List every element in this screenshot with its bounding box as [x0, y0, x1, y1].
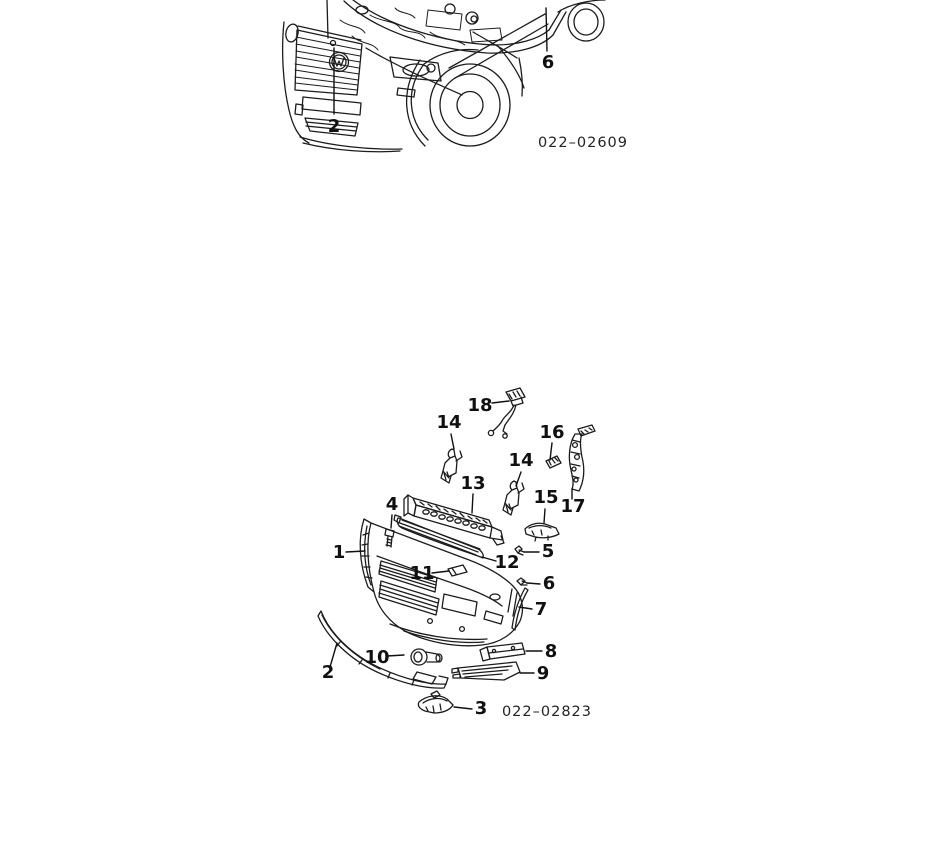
callout-13-label: 13 — [460, 473, 485, 494]
callout-16-label: 16 — [539, 422, 564, 443]
vehicle-drawing — [281, 0, 606, 153]
figure-bumper-exploded: 18 14 16 14 13 15 17 4 1 12 5 11 6 7 10 … — [317, 387, 596, 720]
part-10-drawing — [410, 648, 443, 666]
overview-callout-2: 2 — [328, 39, 341, 137]
part-1-drawing — [359, 518, 524, 647]
part-18-drawing — [487, 387, 526, 439]
callout-10-label: 10 — [364, 647, 389, 668]
callout-6-leader — [545, 7, 548, 52]
callout-7-label: 7 — [535, 599, 548, 620]
callout-12-label: 12 — [494, 552, 519, 573]
callout-14b-label: 14 — [508, 450, 533, 471]
part-9-drawing — [451, 661, 521, 681]
part-14-drawing — [440, 448, 463, 484]
exploded-callout-labels: 18 14 16 14 13 15 17 4 1 12 5 11 6 7 10 … — [322, 395, 586, 719]
figure-code-overview: 022–02609 — [538, 135, 628, 151]
part-7-drawing — [511, 587, 529, 631]
part-11-drawing — [447, 564, 468, 577]
callout-4-label: 4 — [386, 494, 399, 515]
callout-6-label: 6 — [543, 573, 556, 594]
part-2-drawing — [317, 610, 449, 689]
callout-6-label: 6 — [542, 52, 555, 73]
figure-vehicle-overview: 2 6 022–02609 — [281, 0, 628, 153]
figure-code-exploded: 022–02823 — [502, 704, 592, 720]
callout-2-label: 2 — [322, 662, 335, 683]
overview-callout-6: 6 — [542, 7, 555, 73]
part-8-drawing — [479, 642, 526, 662]
part-12-drawing — [393, 514, 484, 559]
callout-17-label: 17 — [560, 496, 585, 517]
callout-8-label: 8 — [545, 641, 558, 662]
callout-18-label: 18 — [467, 395, 492, 416]
part-14b-drawing — [502, 480, 525, 516]
part-15-drawing — [524, 522, 560, 542]
callout-3-label: 3 — [475, 698, 488, 719]
callout-14a-label: 14 — [436, 412, 461, 433]
part-13-drawing — [403, 494, 505, 546]
callout-11-label: 11 — [409, 563, 434, 584]
callout-9-label: 9 — [537, 663, 550, 684]
part-6-drawing — [516, 577, 528, 586]
part-17-drawing — [568, 424, 596, 492]
callout-2-marker — [329, 39, 337, 47]
part-16-drawing — [545, 455, 562, 469]
callout-2-label: 2 — [328, 116, 341, 137]
callout-5-label: 5 — [542, 541, 555, 562]
callout-1-label: 1 — [333, 542, 346, 563]
exploded-leader-lines — [329, 400, 573, 710]
callout-15-label: 15 — [533, 487, 558, 508]
part-3-drawing — [417, 690, 454, 714]
part-5-drawing — [514, 545, 525, 556]
